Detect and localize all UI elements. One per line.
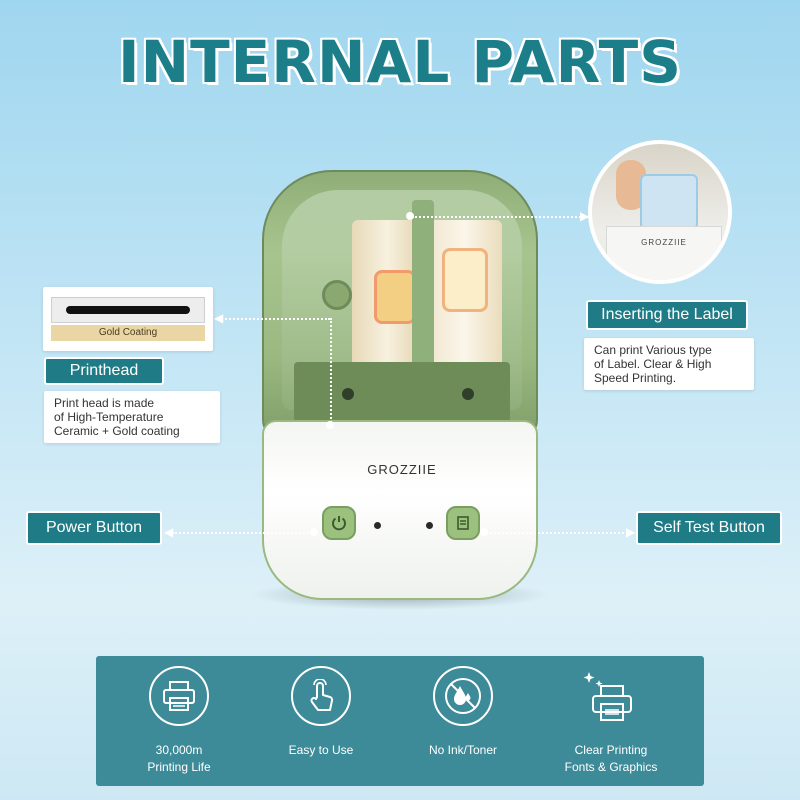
feature-no-ink-line1: No Ink/Toner	[428, 743, 498, 757]
printer-tray	[294, 362, 510, 422]
printhead-bar	[66, 306, 190, 314]
printer-illustration: GROZZIIE	[262, 170, 538, 600]
printhead-label: Printhead	[44, 357, 164, 385]
self-test-connector	[486, 532, 632, 534]
feature-clear-printing-line1: Clear Printing	[574, 743, 648, 757]
printer-window	[282, 190, 522, 410]
feature-printing-life-line1: 30,000m	[155, 743, 203, 757]
feature-easy-to-use: Easy to Use	[246, 666, 396, 782]
roll-spindle	[322, 280, 352, 310]
feature-no-ink-text: No Ink/Toner	[388, 742, 538, 759]
photo-label-roll	[640, 174, 698, 230]
printer-body: GROZZIIE	[262, 420, 538, 600]
gold-coating-caption: Gold Coating	[51, 325, 205, 341]
feature-clear-printing-text: Clear Printing Fonts & Graphics	[536, 742, 686, 776]
test-print-icon	[457, 516, 469, 530]
label-sticker-left	[374, 270, 416, 324]
label-desc-line-1: Can print Various type	[594, 343, 712, 357]
label-desc-line-2: of Label. Clear & High	[594, 357, 712, 371]
printhead-dot	[326, 421, 334, 429]
label-desc-line-3: Speed Printing.	[594, 371, 677, 385]
feature-printing-life-text: 30,000m Printing Life	[104, 742, 254, 776]
printer-icon	[149, 666, 209, 726]
photo-brand: GROZZIIE	[641, 238, 687, 247]
feature-clear-printing-line2: Fonts & Graphics	[564, 760, 658, 774]
power-dot	[310, 528, 318, 536]
feature-printing-life-line2: Printing Life	[147, 760, 211, 774]
power-arrow: ◀	[164, 525, 174, 539]
label-arrow: ▶	[580, 209, 590, 223]
power-button	[322, 506, 356, 540]
power-button-label: Power Button	[26, 511, 162, 545]
printhead-description: Print head is made of High-Temperature C…	[44, 391, 220, 443]
printhead-desc-line-1: Print head is made	[54, 396, 155, 410]
printhead-strip	[51, 297, 205, 323]
printhead-arrow: ◀	[214, 311, 224, 325]
printhead-desc-line-3: Ceramic + Gold coating	[54, 424, 180, 438]
label-connector	[412, 216, 588, 218]
power-connector	[172, 532, 312, 534]
page-title: INTERNAL PARTS	[117, 28, 682, 96]
photo-printer	[606, 226, 722, 280]
label-sticker-right	[442, 248, 488, 312]
printhead-desc-line-2: of High-Temperature	[54, 410, 164, 424]
printhead-connector	[218, 318, 330, 320]
tray-clip-right	[462, 388, 474, 400]
printhead-image: Gold Coating	[43, 287, 213, 351]
power-icon	[332, 516, 346, 531]
tray-clip-left	[342, 388, 354, 400]
self-test-dot	[480, 528, 488, 536]
inserting-label-photo: GROZZIIE	[588, 140, 732, 284]
printhead-connector-vertical	[330, 318, 332, 426]
sparkle-printer-icon	[581, 666, 641, 726]
roll-divider	[412, 200, 434, 390]
feature-easy-to-use-line1: Easy to Use	[288, 743, 354, 757]
indicator-led-left	[374, 522, 381, 529]
feature-no-ink: No Ink/Toner	[388, 666, 538, 782]
inserting-label-label: Inserting the Label	[586, 300, 748, 330]
feature-printing-life: 30,000m Printing Life	[104, 666, 254, 782]
indicator-led-right	[426, 522, 433, 529]
self-test-button-label: Self Test Button	[636, 511, 782, 545]
feature-easy-to-use-text: Easy to Use	[246, 742, 396, 759]
printer-brand: GROZZIIE	[367, 462, 437, 477]
no-ink-icon	[433, 666, 493, 726]
inserting-label-description: Can print Various type of Label. Clear &…	[584, 338, 754, 390]
label-dot	[406, 212, 414, 220]
feature-clear-printing: Clear Printing Fonts & Graphics	[536, 666, 686, 782]
features-panel: 30,000m Printing Life Easy to Use No Ink…	[96, 656, 704, 786]
self-test-arrow: ▶	[626, 525, 636, 539]
printer-lid	[262, 170, 538, 440]
self-test-button	[446, 506, 480, 540]
touch-icon	[291, 666, 351, 726]
